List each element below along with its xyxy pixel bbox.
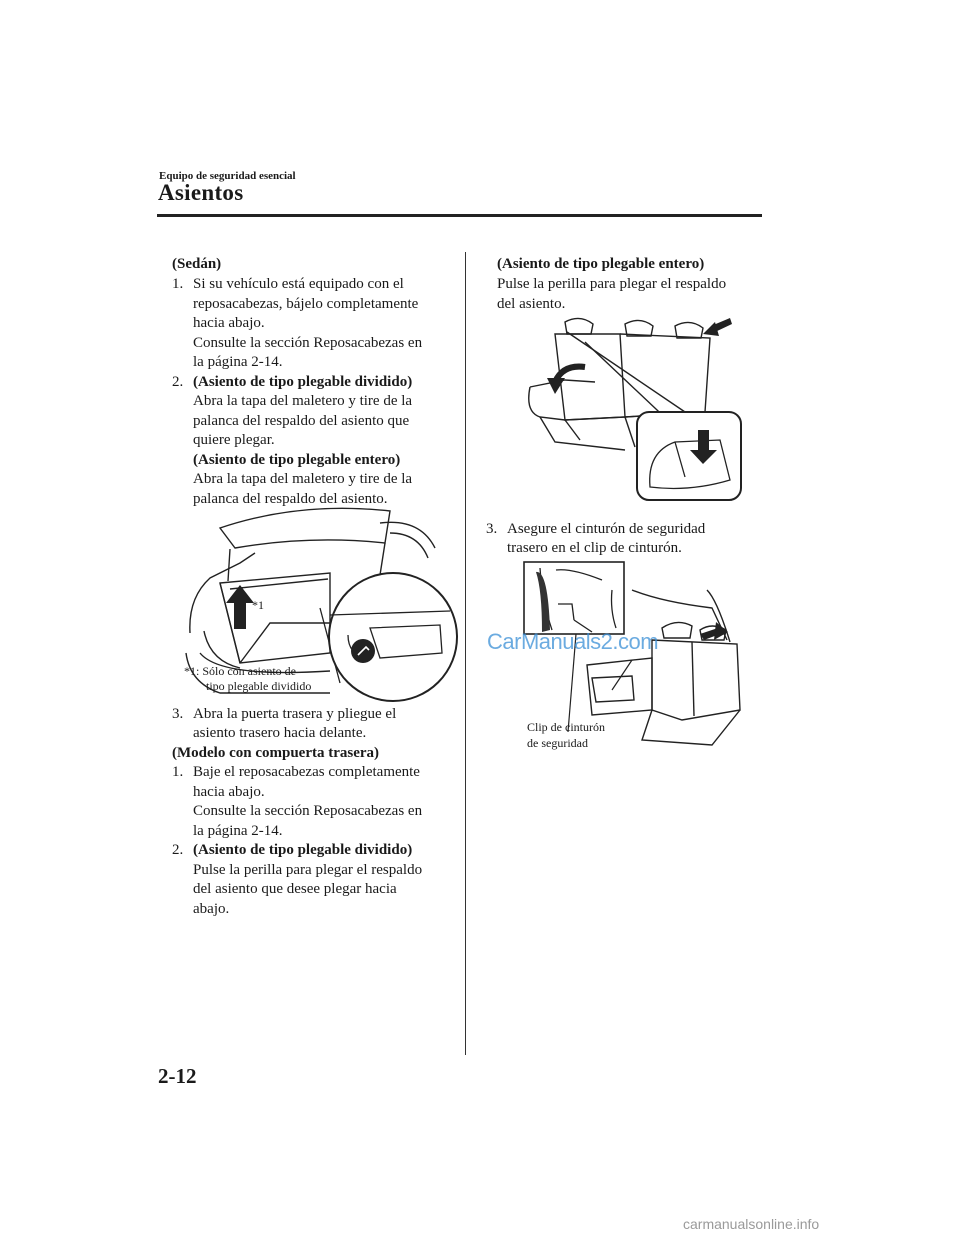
- hatch-step-2-line-1: Pulse la perilla para plegar el respaldo: [193, 862, 423, 878]
- right-step-3-number: 3.: [486, 521, 498, 537]
- step-1-line-5: la página 2-14.: [193, 354, 283, 370]
- step-1-line-1: Si su vehículo está equipado con el: [193, 276, 404, 292]
- watermark-logo: CarManuals2.com: [487, 629, 659, 654]
- hatch-step-1-number: 1.: [172, 764, 184, 780]
- hatch-step-2-number: 2.: [172, 842, 184, 858]
- step-2-split-line-2: palanca del respaldo del asiento que: [193, 413, 410, 429]
- trunk-illustration: [185, 507, 458, 702]
- hatch-step-1-line-1: Baje el reposacabezas completamente: [193, 764, 420, 780]
- figure-1-callout: *1: [252, 598, 264, 612]
- hatch-step-2-line-3: abajo.: [193, 901, 230, 917]
- figure-1-note-line-2: tipo plegable dividido: [206, 679, 312, 693]
- page-title: Asientos: [158, 180, 244, 205]
- step-2-full-heading: (Asiento de tipo plegable entero): [193, 452, 401, 468]
- step-3-number: 3.: [172, 706, 184, 722]
- column-divider: [465, 252, 466, 1055]
- step-2-split-line-1: Abra la tapa del maletero y tire de la: [193, 393, 413, 409]
- step-1-line-2: reposacabezas, bájelo completamente: [193, 296, 419, 312]
- page-number: 2-12: [158, 1064, 197, 1088]
- step-2-full-line-1: Abra la tapa del maletero y tire de la: [193, 471, 413, 487]
- right-step-3-line-1: Asegure el cinturón de seguridad: [507, 521, 706, 537]
- step-2-number: 2.: [172, 374, 184, 390]
- step-1-line-4: Consulte la sección Reposacabezas en: [193, 335, 423, 351]
- hatch-step-2-heading: (Asiento de tipo plegable dividido): [193, 842, 413, 858]
- sedan-heading: (Sedán): [172, 256, 222, 272]
- step-2-split-line-3: quiere plegar.: [193, 432, 275, 448]
- section-label: Equipo de seguridad esencial: [159, 170, 296, 182]
- figure-1-note-line-1: *1: Sólo con asiento de: [184, 664, 296, 678]
- step-1-line-3: hacia abajo.: [193, 315, 265, 331]
- right-full-line-1: Pulse la perilla para plegar el respaldo: [497, 276, 727, 292]
- hatch-step-1-line-2: hacia abajo.: [193, 784, 265, 800]
- hatch-step-1-line-4: la página 2-14.: [193, 823, 283, 839]
- hatch-step-1-line-3: Consulte la sección Reposacabezas en: [193, 803, 423, 819]
- figure-3-label-line-1: Clip de cinturón: [527, 720, 605, 734]
- step-1-number: 1.: [172, 276, 184, 292]
- right-full-line-2: del asiento.: [497, 296, 566, 312]
- figure-3-label-line-2: de seguridad: [527, 736, 588, 750]
- hatch-step-2-line-2: del asiento que desee plegar hacia: [193, 881, 397, 897]
- seat-fold-illustration: [528, 317, 742, 501]
- hatchback-heading: (Modelo con compuerta trasera): [172, 745, 380, 761]
- right-step-3-line-2: trasero en el clip de cinturón.: [507, 540, 682, 556]
- step-2-split-heading: (Asiento de tipo plegable dividido): [193, 374, 413, 390]
- step-2-full-line-2: palanca del respaldo del asiento.: [193, 491, 388, 507]
- header-rule: [157, 214, 762, 217]
- footer-watermark: carmanualsonline.info: [683, 1216, 820, 1232]
- step-3-line-1: Abra la puerta trasera y pliegue el: [193, 706, 397, 722]
- belt-clip-illustration: [523, 561, 741, 746]
- step-3-line-2: asiento trasero hacia delante.: [193, 725, 367, 741]
- right-full-heading: (Asiento de tipo plegable entero): [497, 256, 705, 272]
